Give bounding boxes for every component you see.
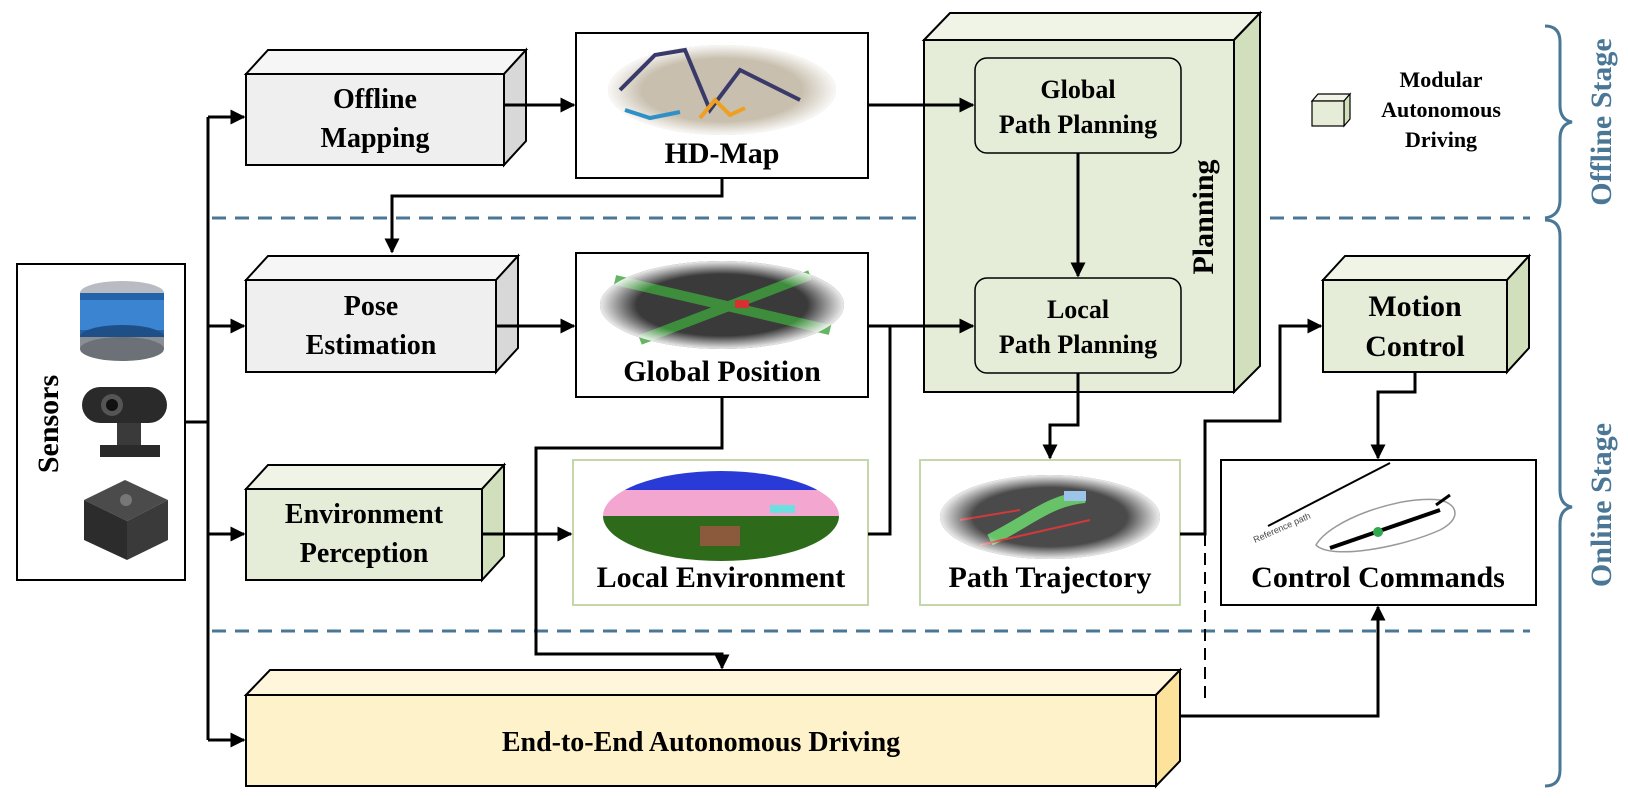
offline-stage-brace	[1544, 24, 1573, 220]
pose-estimation-block: Pose Estimation	[243, 253, 521, 375]
sensors-title: Sensors	[32, 375, 65, 473]
legend-line1: Modular	[1399, 67, 1482, 92]
pose-estimation-line1: Pose	[344, 291, 398, 322]
control-commands-label: Control Commands	[1251, 561, 1505, 594]
path-trajectory-to-motion-control	[1180, 318, 1323, 536]
sensors-box: Sensors	[16, 263, 186, 581]
offline-mapping-block: Offline Mapping	[243, 47, 529, 168]
legend-cube-icon	[1310, 92, 1352, 128]
hd-map-panel: HD-Map	[575, 32, 869, 179]
hd-map-to-pose-estimation	[384, 178, 724, 254]
environment-perception-line2: Perception	[300, 538, 429, 569]
path-trajectory-panel: Path Trajectory	[919, 459, 1181, 606]
environment-perception-block: Environment Perception	[243, 462, 507, 583]
online-stage-brace	[1544, 218, 1573, 788]
pose-estimation-line2: Estimation	[306, 330, 437, 361]
path-trajectory-label: Path Trajectory	[949, 561, 1152, 594]
online-stage-label: Online Stage	[1585, 423, 1618, 587]
offline-stage-label: Offline Stage	[1585, 38, 1618, 205]
offline-mapping-line1: Offline	[333, 84, 417, 115]
local-path-planning-line1: Local	[1047, 295, 1109, 324]
global-path-planning-block: Global Path Planning	[974, 57, 1182, 154]
environment-perception-line1: Environment	[285, 499, 444, 530]
motion-control-line2: Control	[1365, 330, 1464, 363]
local-env-to-local-planning	[868, 326, 892, 536]
global-path-planning-line2: Path Planning	[999, 110, 1157, 139]
motion-control-line1: Motion	[1368, 290, 1462, 323]
local-environment-panel: Local Environment	[572, 459, 869, 606]
local-planning-to-path-trajectory	[1042, 373, 1080, 460]
legend-line3: Driving	[1405, 127, 1477, 152]
connectors	[185, 97, 1417, 748]
global-position-panel: Global Position	[575, 252, 869, 398]
planning-title: Planning	[1187, 159, 1220, 274]
end-to-end-block: End-to-End Autonomous Driving	[243, 667, 1183, 789]
global-position-label: Global Position	[623, 355, 821, 388]
control-commands-panel: Reference path Control Commands	[1220, 459, 1537, 606]
lidar-icon	[80, 281, 164, 361]
camera-icon	[82, 387, 167, 457]
global-position-image	[600, 261, 844, 349]
local-path-planning-block: Local Path Planning	[974, 277, 1182, 374]
motion-control-block: Motion Control	[1320, 253, 1532, 375]
global-position-to-end-to-end	[534, 397, 730, 670]
legend: Modular Autonomous Driving	[1310, 67, 1501, 152]
legend-line2: Autonomous	[1381, 97, 1501, 122]
end-to-end-label: End-to-End Autonomous Driving	[502, 727, 900, 758]
hd-map-image	[608, 45, 836, 135]
imu-icon	[84, 480, 168, 560]
hd-map-label: HD-Map	[665, 137, 780, 170]
path-trajectory-image	[940, 475, 1160, 559]
local-environment-label: Local Environment	[597, 561, 846, 594]
global-path-planning-line1: Global	[1040, 75, 1115, 104]
end-to-end-to-control-commands	[1180, 605, 1386, 718]
motion-control-to-control-commands	[1370, 372, 1417, 460]
local-path-planning-line2: Path Planning	[999, 330, 1157, 359]
offline-mapping-line2: Mapping	[321, 123, 430, 154]
